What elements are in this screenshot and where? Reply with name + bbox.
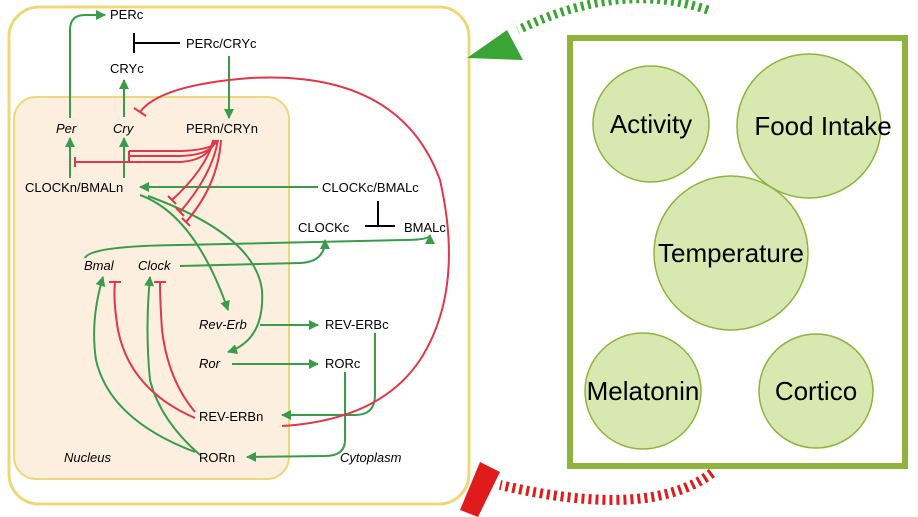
rev-erbn-inhibits-cry-loop xyxy=(133,76,450,427)
node-rev-erb: Rev-Erb xyxy=(199,317,247,332)
pern-cryn-inhibits-clockn-bmaln xyxy=(167,139,215,205)
rorn-to-clock-arrow xyxy=(144,276,201,456)
node-bmal: Bmal xyxy=(84,258,115,273)
factor-food-intake-label: Food Intake xyxy=(754,111,891,141)
node-clockn-bmaln: CLOCKn/BMALn xyxy=(25,180,123,195)
factor-food-intake-circle xyxy=(736,53,882,199)
per-to-perc-arrow xyxy=(69,10,106,118)
bmal-to-bmalc-arrow xyxy=(84,234,435,259)
node-per: Per xyxy=(56,121,77,136)
node-rev-erbc: REV-ERBc xyxy=(325,317,389,332)
nucleus-region xyxy=(13,96,290,480)
factor-activity-label: Activity xyxy=(610,109,692,139)
node-clockc-bmalc: CLOCKc/BMALc xyxy=(322,180,419,195)
node-clockc: CLOCKc xyxy=(298,220,350,235)
red-dashed-feedback-arc xyxy=(498,468,716,505)
factor-cortico-label: Cortico xyxy=(775,376,857,406)
node-rev-erbn: REV-ERBn xyxy=(199,409,263,424)
node-perc-cryc: PERc/CRYc xyxy=(186,36,257,51)
clockn-bmaln-to-ror-arrow xyxy=(147,195,264,354)
factor-temperature-label: Temperature xyxy=(658,238,804,268)
node-cryc: CRYc xyxy=(110,61,144,76)
perc-cryc-complex-inhibition xyxy=(133,33,180,53)
node-pern-cryn: PERn/CRYn xyxy=(186,121,258,136)
factor-temperature-circle xyxy=(653,175,809,331)
red-arrowhead-icon xyxy=(460,462,500,517)
clockc-bmalc-complex-inhibition xyxy=(365,201,395,227)
inhibition-edges xyxy=(74,76,450,427)
node-clock: Clock xyxy=(138,258,172,273)
green-dashed-feedback-arc xyxy=(516,0,710,35)
rev-erbn-inhibits-bmal xyxy=(109,281,196,419)
activation-edges xyxy=(65,10,435,462)
rorc-to-rorn-arrow xyxy=(246,372,346,462)
node-ror: Ror xyxy=(199,356,221,371)
factor-activity-circle xyxy=(592,65,710,183)
green-arrowhead-icon xyxy=(467,30,523,60)
clockn-bmaln-to-rev-erb-arrow xyxy=(139,194,230,311)
node-perc: PERc xyxy=(110,7,144,22)
pern-cryn-inhibits-clockn-bmaln-2 xyxy=(175,139,219,217)
clock-to-clockc-arrow xyxy=(179,239,330,267)
node-rorn: RORn xyxy=(199,450,235,465)
factor-melatonin-label: Melatonin xyxy=(587,376,700,406)
node-rorc: RORc xyxy=(325,356,361,371)
factor-cortico-circle xyxy=(758,333,874,449)
compartment-cytoplasm: Cytoplasm xyxy=(340,450,402,465)
rev-erbc-to-rev-erbn-arrow xyxy=(281,333,376,420)
rev-erbn-inhibits-clock xyxy=(154,281,196,413)
node-bmalc: BMALc xyxy=(404,220,446,235)
node-cry: Cry xyxy=(113,121,135,136)
rorn-to-bmal-arrow xyxy=(93,276,196,453)
pern-cryn-inhibits-clockn-bmaln-3 xyxy=(181,139,222,227)
factor-melatonin-circle xyxy=(584,332,702,450)
compartment-nucleus: Nucleus xyxy=(64,450,111,465)
